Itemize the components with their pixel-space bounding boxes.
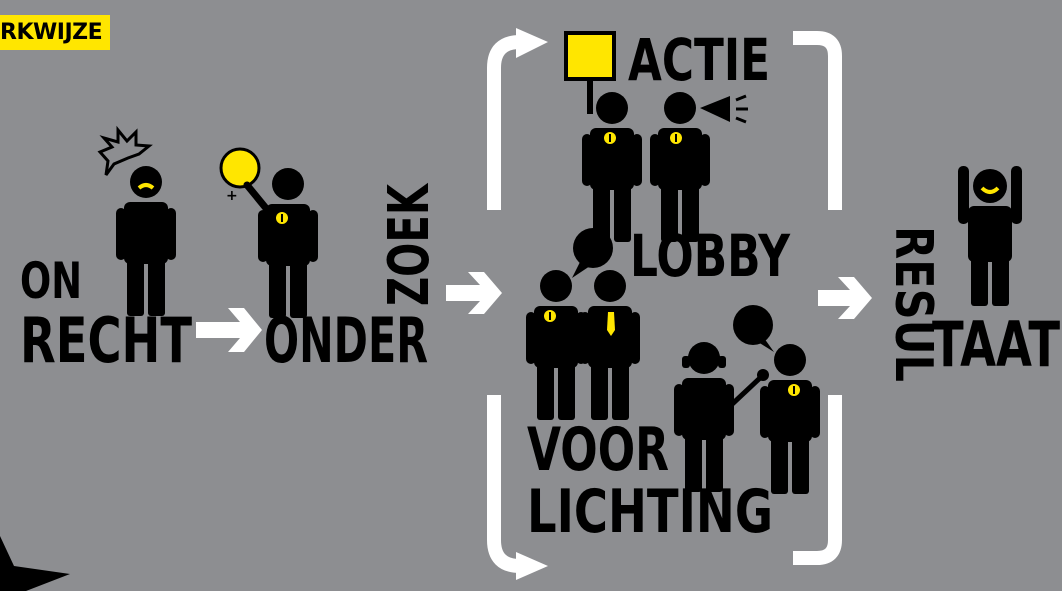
injured-person-icon <box>116 166 176 316</box>
official-person-icon <box>580 270 640 420</box>
arrow-icon <box>516 28 548 58</box>
step-onrecht-line1: ON <box>20 252 82 310</box>
arrow-icon <box>446 272 502 314</box>
megaphone-icon <box>700 96 748 122</box>
lobbyist-person-icon <box>526 270 586 420</box>
speech-bubble-icon <box>733 305 774 352</box>
step-lobby: LOBBY <box>630 222 791 290</box>
arrow-icon <box>818 277 872 319</box>
step-voorlichting-line1: VOOR <box>527 415 669 485</box>
step-onderzoek-line2: ZOEK <box>377 182 442 306</box>
step-voorlichting-line2: LICHTING <box>527 477 773 547</box>
magnifier-icon: + <box>221 149 274 218</box>
step-actie: ACTIE <box>628 26 770 94</box>
star-icon <box>0 536 70 591</box>
step-resultaat-line2: TAAT <box>932 308 1060 381</box>
protester-person-icon <box>582 92 642 242</box>
researcher-person-icon <box>258 168 318 318</box>
arrow-icon <box>516 552 548 580</box>
step-onrecht-line2: RECHT <box>20 304 192 377</box>
megaphone-person-icon <box>650 92 710 242</box>
svg-text:+: + <box>226 188 238 204</box>
interviewee-person-icon <box>760 344 820 494</box>
cheering-person-icon <box>958 166 1022 306</box>
arrow-icon <box>196 308 262 352</box>
step-onderzoek-line1: ONDER <box>264 304 428 377</box>
